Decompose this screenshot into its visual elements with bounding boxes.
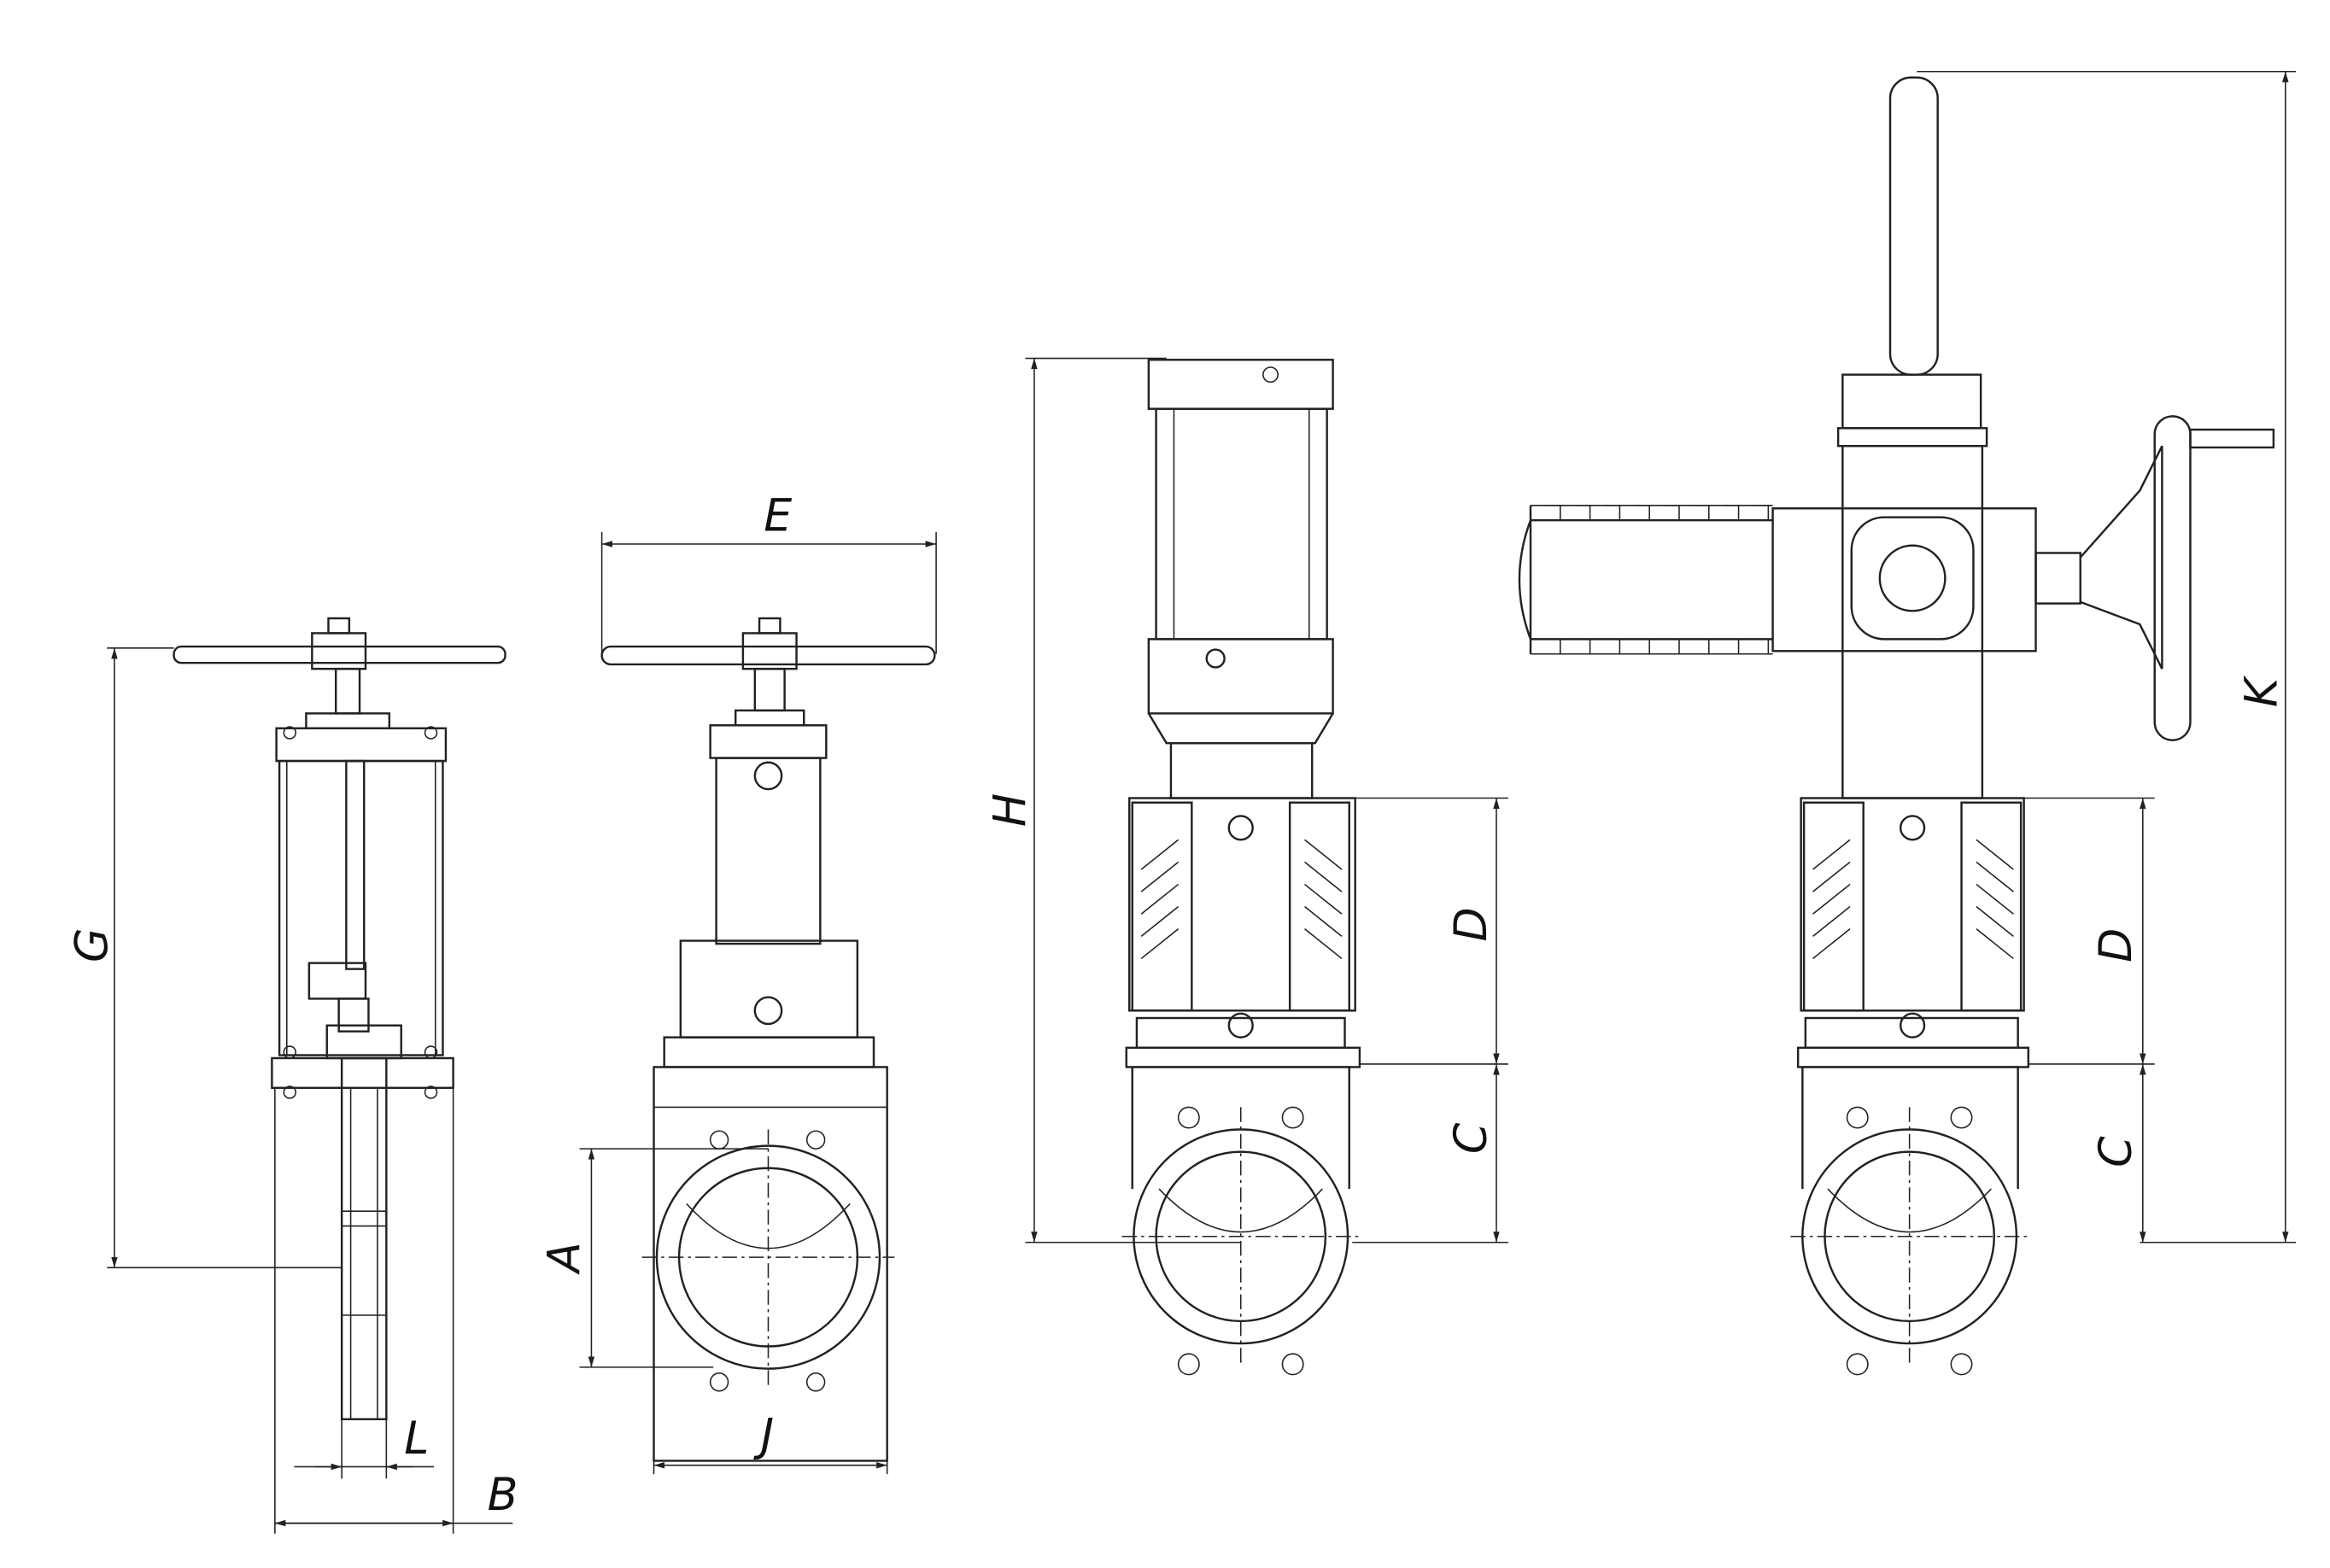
front-view-manual-valve: E A J <box>540 490 937 1475</box>
dimension-label-d: D <box>2091 928 2142 962</box>
dimension-label-c: C <box>2091 1136 2142 1167</box>
gate-body <box>340 1056 388 1420</box>
side-view-manual-valve: G L B <box>67 617 518 1534</box>
dimension-label-e: E <box>764 490 792 541</box>
dimension-label-k: K <box>2236 675 2287 707</box>
dimension-label-d: D <box>1446 907 1497 941</box>
pneumatic-cylinder <box>1155 407 1328 641</box>
manual-override-handwheel <box>2153 415 2192 741</box>
dimension-label-c: C <box>1446 1122 1497 1154</box>
bottom-flange <box>271 1056 454 1090</box>
yoke-column <box>715 757 822 945</box>
dimension-label-l: L <box>404 1413 429 1465</box>
stem <box>345 759 366 970</box>
motor <box>1518 505 1773 654</box>
front-view-pneumatic-valve: H D C <box>985 357 1508 1376</box>
electric-actuator-body <box>1841 444 1984 799</box>
dimension-label-g: G <box>67 928 118 962</box>
valve-body <box>653 1066 888 1462</box>
front-view-electric-valve: K D C <box>1518 70 2296 1376</box>
dimension-label-b: B <box>488 1470 518 1521</box>
dimension-label-a: A <box>540 1242 591 1275</box>
handwheel <box>173 645 506 664</box>
dimension-label-h: H <box>985 793 1036 827</box>
dimension-label-j: J <box>753 1410 774 1461</box>
handwheel <box>600 645 936 666</box>
yoke <box>278 759 444 1056</box>
actuator-stem <box>1888 76 1939 376</box>
pneumatic-cylinder-cap <box>1147 359 1334 410</box>
